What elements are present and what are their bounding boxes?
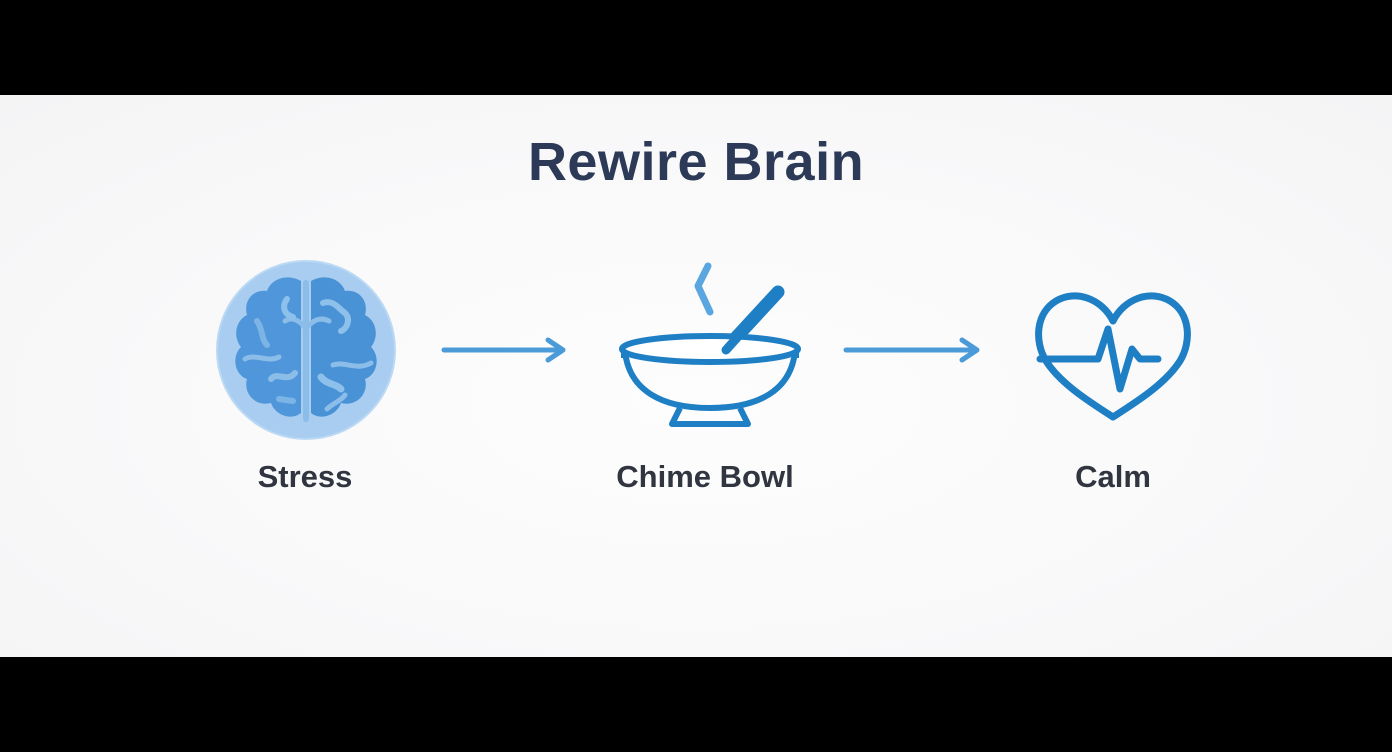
letterbox-top — [0, 0, 1392, 95]
step-calm — [1032, 285, 1194, 425]
diagram-title: Rewire Brain — [527, 132, 865, 192]
step-chime-bowl — [610, 258, 810, 428]
connector-stress-to-chime — [440, 335, 570, 370]
step-label-chime-bowl: Chime Bowl — [616, 459, 794, 494]
diagram-canvas: Rewire Brain — [0, 95, 1392, 657]
arrow-right-icon — [842, 337, 984, 369]
letterbox-bottom — [0, 657, 1392, 752]
step-label-calm: Calm — [1075, 459, 1151, 494]
arrow-right-icon — [440, 337, 570, 369]
step-label-stress: Stress — [257, 459, 353, 494]
connector-chime-to-calm — [842, 335, 984, 370]
heart-pulse-icon — [1032, 285, 1194, 425]
step-stress — [215, 259, 397, 441]
bowl-icon — [610, 258, 810, 428]
brain-icon — [215, 259, 397, 441]
